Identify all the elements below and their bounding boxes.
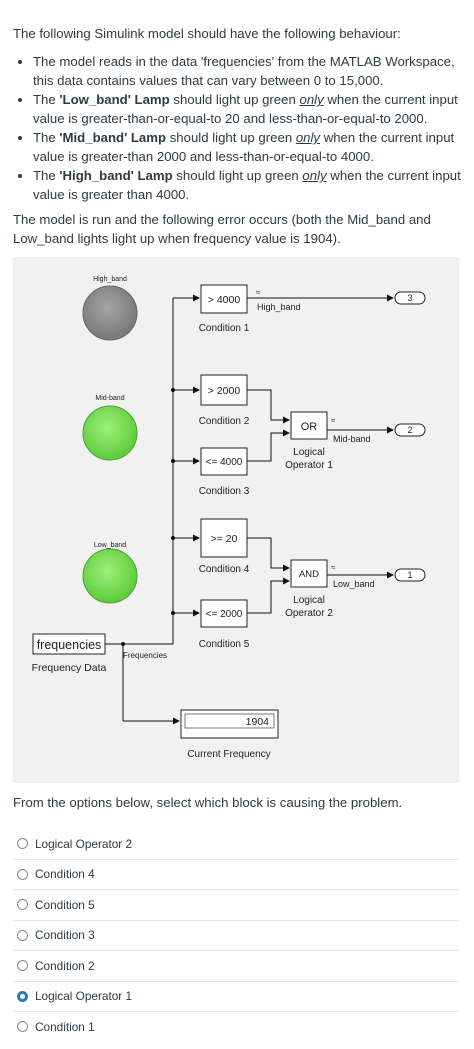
condition-3-label: Condition 3 [199,486,250,497]
bullet-bold: 'High_band' Lamp [59,168,173,183]
intro-lead: The following Simulink model should have… [13,26,401,41]
radio-button[interactable] [17,929,28,941]
option-label: Logical Operator 2 [35,836,133,851]
display-field [184,713,275,729]
option-label: Condition 2 [35,958,95,973]
condition-3-text: <= 4000 [206,457,243,468]
behaviour-list: The model reads in the data 'frequencies… [13,52,463,204]
bullet-text: when the current input value is greater-… [33,130,455,164]
error-description: The model is run and the following error… [13,212,431,246]
option-condition-1[interactable]: Condition 1 [13,1012,459,1042]
bullet-text: should light up green [169,92,300,107]
simulink-model-image: High_band Mid-band Low_band frequencies … [13,257,459,783]
signal-icon: ≈ [331,563,336,572]
mid-band-lamp [82,405,138,461]
option-label: Condition 5 [35,897,95,912]
condition-2-text: > 2000 [208,385,241,397]
condition-1-block[interactable] [200,284,248,314]
outport-2[interactable] [394,423,426,437]
radio-button[interactable] [17,1021,28,1033]
bullet-text: when the current input value is greater … [33,168,461,202]
radio-button[interactable] [17,838,28,850]
option-condition-2[interactable]: Condition 2 [13,951,459,982]
display-label: Current Frequency [187,749,270,760]
and-label-line2: Operator 2 [285,608,333,619]
frequencies-signal-label: Frequencies [123,651,167,660]
outport-3-label: 3 [407,293,412,303]
condition-4-label: Condition 4 [199,564,250,575]
signal-line [247,537,290,572]
option-logical-operator-2[interactable]: Logical Operator 2 [13,829,459,860]
low-band-lamp [82,548,138,604]
question-prompt: From the options below, select which blo… [13,795,403,810]
option-label: Condition 1 [35,1019,95,1034]
lamp-label-high: High_band [93,276,127,283]
and-text: AND [299,569,319,580]
high-band-lamp [82,285,138,341]
bullet-emphasis: only [299,92,324,107]
display-value: 1904 [246,716,270,728]
outport-1[interactable] [394,568,426,582]
behaviour-item-high: The 'High_band' Lamp should light up gre… [33,166,463,204]
simulink-diagram: High_band Mid-band Low_band frequencies … [32,276,426,760]
logical-operator-1-block[interactable] [290,411,328,440]
low-band-signal-label: Low_band [333,579,375,589]
option-condition-4[interactable]: Condition 4 [13,860,459,890]
radio-button[interactable] [17,899,28,911]
condition-5-block[interactable] [200,599,248,628]
behaviour-item-mid: The 'Mid_band' Lamp should light up gree… [33,128,463,166]
radio-button[interactable] [17,960,28,972]
bullet-text: The [33,168,60,183]
or-label-line2: Operator 1 [285,460,333,471]
bullet-emphasis: only [302,168,327,183]
outport-2-label: 2 [407,425,412,435]
source-text: frequencies [37,638,102,652]
bullet-text: when the current input value is greater-… [33,92,458,126]
condition-2-label: Condition 2 [199,416,250,427]
condition-5-text: <= 2000 [206,609,243,620]
lamp-label-mid: Mid-band [95,395,124,402]
condition-1-label: Condition 1 [199,323,250,334]
option-label: Condition 3 [35,928,95,943]
behaviour-item-low: The 'Low_band' Lamp should light up gree… [33,90,463,128]
bullet-emphasis: only [295,130,321,145]
logical-operator-2-block[interactable] [290,559,328,588]
and-label-line1: Logical [293,595,325,606]
or-label-line1: Logical [293,447,325,458]
behaviour-item-data: The model reads in the data 'frequencies… [33,52,463,90]
option-label: Condition 4 [35,867,95,882]
option-label: Logical Operator 1 [35,989,133,1004]
bullet-text: The [33,92,60,107]
condition-1-text: > 4000 [208,294,241,306]
condition-4-text: >= 20 [211,533,238,545]
signal-line [247,389,290,424]
condition-5-label: Condition 5 [199,639,250,650]
bullet-text: The model reads in the data 'frequencies… [33,54,455,88]
question-intro: The following Simulink model should have… [13,24,463,204]
bullet-text: should light up green [166,130,296,145]
outport-1-label: 1 [407,570,412,580]
option-condition-5[interactable]: Condition 5 [13,890,459,921]
condition-2-block[interactable] [200,374,248,406]
signal-line [247,577,290,614]
signal-line [247,429,290,462]
bullet-text: The [33,130,60,145]
bullet-text: should light up green [172,168,303,183]
outport-3[interactable] [394,291,426,305]
signal-icon: ≈ [256,288,261,297]
radio-button[interactable] [17,868,28,880]
option-logical-operator-1[interactable]: Logical Operator 1 [13,982,459,1012]
high-band-signal-label: High_band [257,302,301,312]
source-label: Frequency Data [32,662,107,674]
or-text: OR [301,421,318,433]
radio-button-selected[interactable] [17,990,28,1002]
option-condition-3[interactable]: Condition 3 [13,921,459,951]
lamp-label-low: Low_band [94,542,126,549]
signal-icon: ≈ [331,416,336,425]
mid-band-signal-label: Mid-band [333,434,371,444]
bullet-bold: 'Low_band' Lamp [59,92,170,107]
answer-options: Logical Operator 2 Condition 4 Condition… [13,829,459,1042]
bullet-bold: 'Mid_band' Lamp [59,130,167,145]
